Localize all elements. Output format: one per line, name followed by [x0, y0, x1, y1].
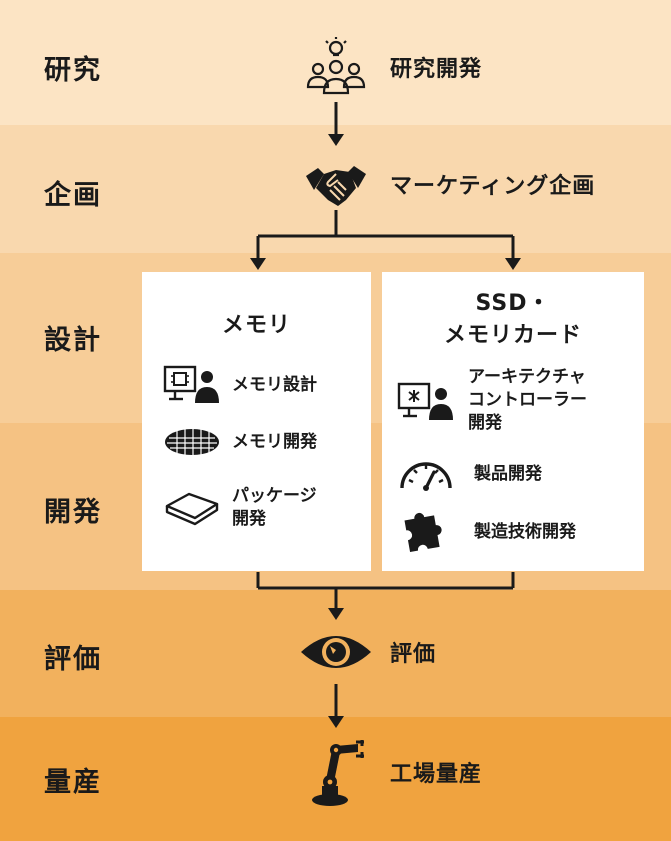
eye-icon [298, 620, 374, 684]
ssd-box-title-line1: SSD・ [475, 291, 551, 316]
ssd-item-architecture-line2: コントローラー [468, 390, 587, 410]
gauge-icon [396, 456, 456, 492]
arrow-head [328, 134, 344, 146]
arrow-head [505, 258, 521, 270]
memory-item-development-label: メモリ開発 [232, 431, 317, 452]
memory-item-package: パッケージ 開発 [162, 485, 317, 531]
memory-item-package-line1: パッケージ [232, 486, 317, 506]
memory-box-title: メモリ [221, 313, 291, 338]
robot-arm-icon [304, 740, 368, 806]
ssd-item-architecture-line1: アーキテクチャ [468, 367, 586, 387]
handshake-icon [304, 152, 368, 216]
step-evaluation-label: 評価 [390, 642, 437, 667]
architect-icon [396, 380, 456, 422]
ssd-item-manufacturing: 製造技術開発 [396, 509, 576, 555]
puzzle-icon [396, 509, 456, 555]
memory-item-development: メモリ開発 [162, 426, 317, 458]
ssd-item-product-label: 製品開発 [474, 463, 542, 484]
step-planning-label: マーケティング企画 [390, 174, 596, 199]
ssd-box: SSD・ メモリカード アーキテクチャ コントローラー 開発 [382, 272, 644, 571]
band-label-research: 研究 [44, 55, 102, 86]
arrow-head [250, 258, 266, 270]
step-production: 工場量産 [304, 740, 483, 806]
band-label-production: 量産 [44, 767, 102, 798]
step-research-label: 研究開発 [390, 57, 483, 82]
wafer-icon [162, 426, 222, 458]
memory-item-design: メモリ設計 [162, 365, 317, 405]
band-label-design: 設計 [44, 325, 102, 356]
ssd-item-architecture-label: アーキテクチャ コントローラー 開発 [468, 366, 587, 435]
step-research: 研究開発 [304, 35, 482, 99]
ssd-item-architecture: アーキテクチャ コントローラー 開発 [396, 366, 587, 435]
chip-engineer-icon [162, 365, 222, 405]
ssd-box-title: SSD・ メモリカード [382, 288, 644, 352]
step-planning: マーケティング企画 [304, 152, 595, 216]
ssd-box-title-line2: メモリカード [443, 323, 582, 348]
memory-item-package-label: パッケージ 開発 [232, 485, 317, 531]
package-icon [162, 490, 222, 526]
memory-box: メモリ メモリ設計 [142, 272, 371, 571]
band-label-evaluation: 評価 [44, 644, 102, 675]
arrow-head [328, 608, 344, 620]
step-evaluation: 評価 [298, 620, 436, 684]
memory-item-package-line2: 開発 [232, 509, 266, 529]
lightbulb-team-icon [304, 35, 368, 99]
ssd-item-manufacturing-label: 製造技術開発 [474, 521, 576, 542]
ssd-item-architecture-line3: 開発 [468, 413, 502, 433]
arrow-head [328, 716, 344, 728]
memory-item-design-label: メモリ設計 [232, 374, 317, 395]
ssd-item-product: 製品開発 [396, 456, 542, 492]
step-production-label: 工場量産 [390, 762, 483, 787]
band-label-planning: 企画 [44, 180, 102, 211]
band-label-development: 開発 [44, 497, 102, 528]
